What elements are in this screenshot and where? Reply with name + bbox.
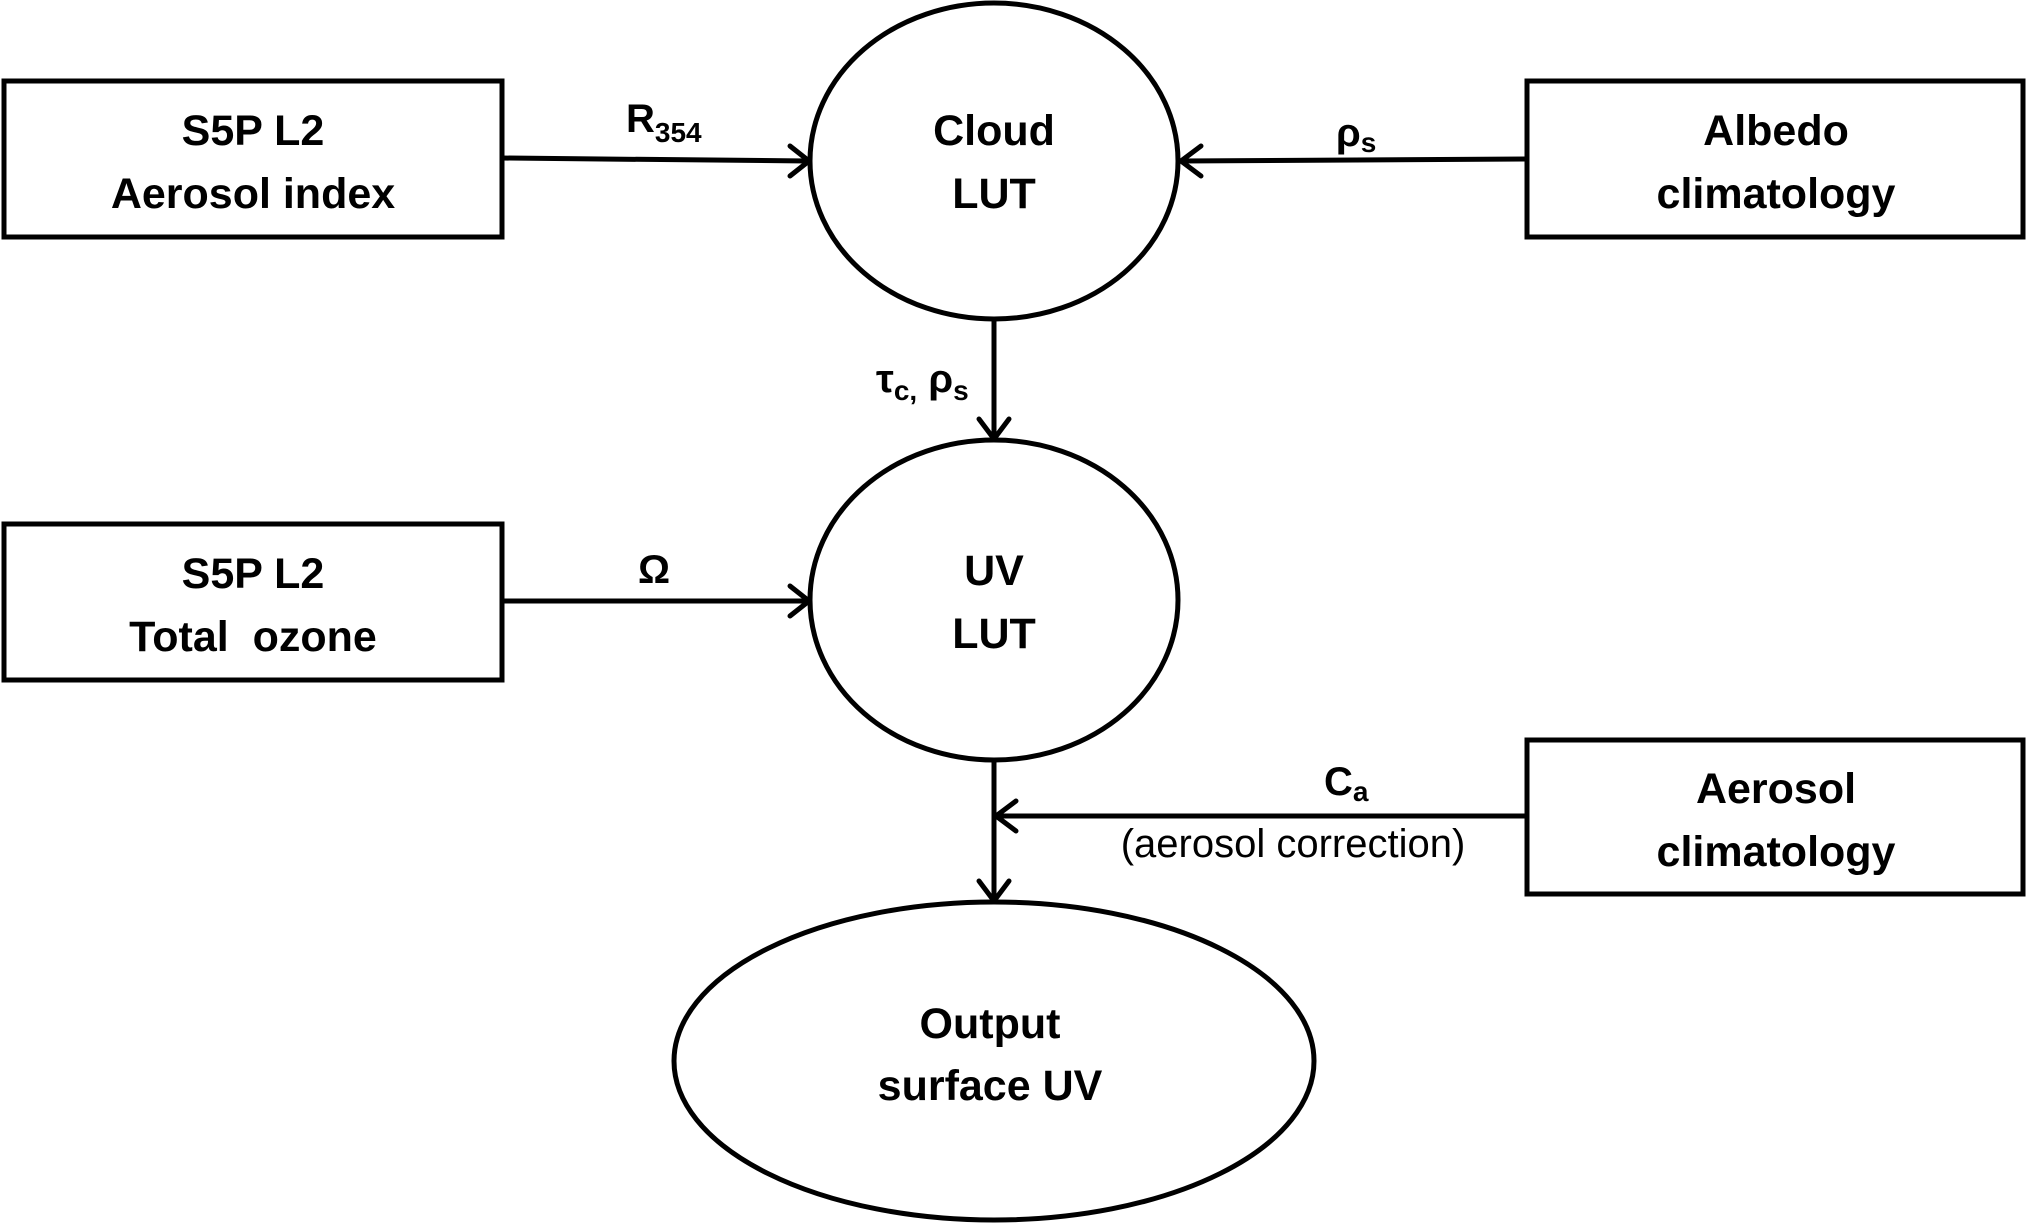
edge-aerosol-climatology-to-output-line: Ca (aerosol correction) [993, 760, 1527, 866]
node-label-line2: surface UV [878, 1062, 1103, 1110]
node-label-line1: UV [964, 547, 1024, 595]
arrowhead-icon [1178, 143, 1204, 179]
edge-uv-lut-to-output [976, 761, 1012, 904]
node-uv-lut: UV LUT [807, 437, 1181, 763]
edge-note-aerosol-correction: (aerosol correction) [1121, 822, 1466, 866]
node-label-line1: Cloud [933, 107, 1055, 155]
arrowhead-icon [993, 798, 1019, 834]
node-label-line1: Albedo [1703, 107, 1849, 155]
node-label-line2: Aerosol index [111, 170, 395, 218]
edge-total-ozone-to-uv-lut: Ω [502, 548, 812, 619]
edge-label-r354: R354 [626, 97, 702, 148]
node-label-line2: LUT [952, 170, 1036, 218]
edge-label-ca: Ca [1324, 760, 1369, 807]
edge-aerosol-index-to-cloud-lut: R354 [501, 97, 812, 179]
box-outline [1524, 78, 2026, 240]
node-label-line2: climatology [1657, 828, 1896, 876]
edge-albedo-to-cloud-lut: ρs [1178, 111, 1528, 179]
box-outline [1, 521, 505, 683]
connector-line [501, 155, 809, 164]
box-outline [1, 78, 505, 240]
node-label-line2: Total ozone [129, 613, 377, 661]
edge-label-rho-s: ρs [1336, 111, 1376, 158]
node-cloud-lut: Cloud LUT [807, 0, 1181, 322]
ellipse-outline [671, 899, 1317, 1223]
edge-label-omega: Ω [638, 548, 670, 592]
edge-label-tau-c-rho-s: τc, ρs [876, 357, 969, 406]
ellipse-outline [807, 437, 1181, 763]
node-total-ozone: S5P L2 Total ozone [1, 521, 505, 683]
node-albedo-climatology: Albedo climatology [1524, 78, 2026, 240]
node-label-line2: climatology [1657, 170, 1896, 218]
node-aerosol-climatology: Aerosol climatology [1524, 737, 2026, 897]
connector-line [1180, 156, 1528, 164]
node-label-line1: Output [920, 1000, 1061, 1048]
node-aerosol-index: S5P L2 Aerosol index [1, 78, 505, 240]
box-outline [1524, 737, 2026, 897]
node-label-line2: LUT [952, 610, 1036, 658]
node-label-line1: Aerosol [1696, 765, 1856, 813]
node-label-line1: S5P L2 [182, 550, 325, 598]
node-output-surface-uv: Output surface UV [671, 899, 1317, 1223]
node-label-line1: S5P L2 [182, 107, 325, 155]
ellipse-outline [807, 0, 1181, 322]
edge-cloud-lut-to-uv-lut: τc, ρs [876, 320, 1012, 442]
